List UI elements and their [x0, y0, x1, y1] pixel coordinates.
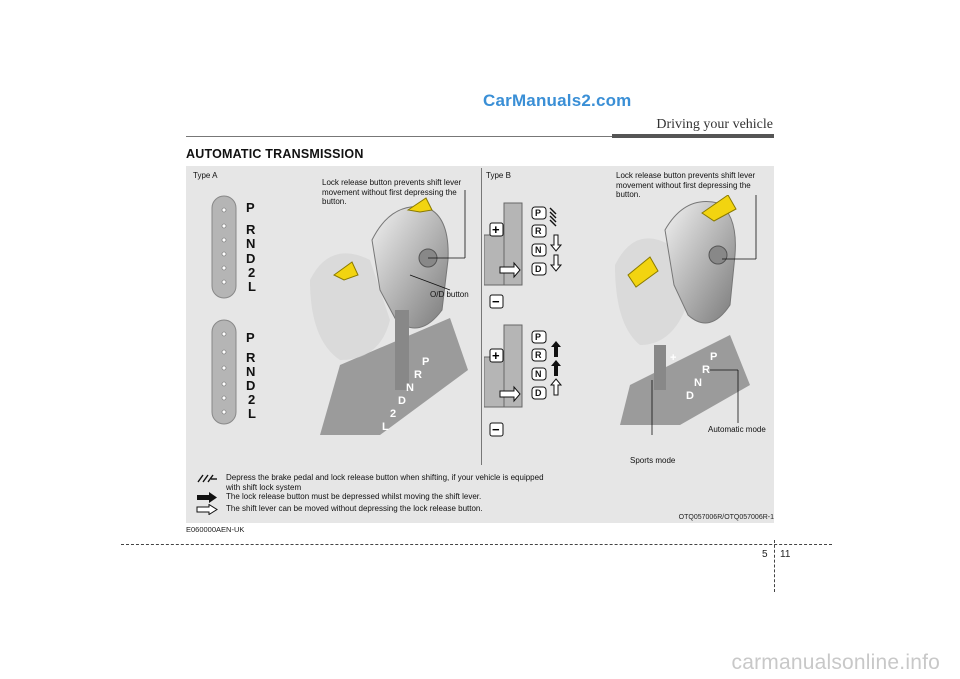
shift-knob [371, 206, 449, 329]
console-letter: N [694, 377, 702, 389]
solid-arrow-icon [551, 341, 561, 357]
ghost-lever [615, 238, 685, 345]
console-plus: + [670, 352, 676, 364]
gate-b1-letter: R [535, 226, 542, 236]
type-b-gate-diagrams: + − + − P R N D P R N D [484, 202, 563, 437]
gate-a2-letter: N [246, 364, 255, 379]
solid-arrow-icon [197, 492, 217, 503]
lock-release-note-a: Lock release button prevents shift lever… [322, 178, 462, 206]
shift-knob [664, 201, 736, 324]
gate-a2-letter: L [248, 406, 256, 421]
gate-strip-bottom [211, 319, 237, 425]
legend-text: Depress the brake pedal and lock release… [226, 473, 544, 492]
gate-b2-letter: D [535, 388, 542, 398]
gate-a1-letter: L [248, 279, 256, 294]
type-b-label: Type B [486, 171, 511, 180]
watermark-top[interactable]: CarManuals2.com [483, 91, 632, 110]
minus-icon [489, 422, 504, 437]
minus-label: − [492, 294, 500, 309]
console-letter: P [710, 351, 717, 363]
console-letter: L [382, 421, 389, 433]
header-rule [186, 136, 774, 137]
chapter-title: Driving your vehicle [656, 117, 773, 132]
console-letter: R [414, 369, 422, 381]
minus-label: − [492, 422, 500, 437]
section-title: AUTOMATIC TRANSMISSION [186, 147, 364, 161]
gate-b1-letter: D [535, 264, 542, 274]
console-letter: P [422, 356, 429, 368]
type-a-gate-diagrams: P R N D 2 L P R N D 2 L [211, 195, 256, 425]
arrow-up-icon [406, 197, 433, 213]
lever-shaft [395, 310, 409, 390]
watermark-bottom[interactable]: carmanualsonline.info [731, 651, 940, 674]
page-chapter: 5 [762, 549, 768, 560]
gate-a2-letter: P [246, 330, 255, 345]
automatic-mode-label: Automatic mode [708, 425, 766, 434]
footer-vertical-rule [774, 540, 775, 592]
outline-arrow-icon [196, 504, 218, 515]
gate-a2-letter: D [246, 378, 255, 393]
outline-arrow-icon [499, 385, 521, 403]
gate-a2-letter: 2 [248, 392, 255, 407]
callout-line [409, 274, 451, 291]
lock-release-button [708, 245, 728, 265]
gate-b2-letter: N [535, 369, 542, 379]
shift-console [320, 318, 468, 435]
legend-text: The lock release button must be depresse… [226, 492, 482, 501]
outline-arrow-icon [549, 234, 563, 252]
plus-label: + [492, 222, 500, 237]
plus-icon [489, 222, 504, 237]
gate-a1-letter: D [246, 251, 255, 266]
arrow-left-icon [627, 256, 659, 288]
shift-console [620, 335, 750, 425]
gate-b2-manual [484, 356, 505, 408]
hatched-arrow-icon [197, 474, 217, 483]
gate-a1-letter: 2 [248, 265, 255, 280]
figure-divider [481, 168, 482, 465]
sports-mode-label: Sports mode [630, 456, 676, 465]
legend-text: The shift lever can be moved without dep… [226, 504, 483, 513]
arrow-left-icon [333, 261, 359, 281]
gate-a1-letter: R [246, 222, 256, 237]
gate-b1-manual [484, 234, 505, 286]
console-letter: R [702, 364, 710, 376]
plus-icon [489, 348, 504, 363]
gate-b1-letter: P [535, 208, 541, 218]
minus-icon [489, 294, 504, 309]
solid-arrow-icon [551, 360, 561, 376]
lever-shaft [654, 345, 666, 390]
gate-b2-letter: R [535, 350, 542, 360]
arrow-up-icon [701, 195, 737, 222]
ghost-lever [310, 253, 390, 360]
gate-strip-top [211, 195, 237, 299]
outline-arrow-icon [499, 261, 521, 279]
console-letter: D [686, 390, 694, 402]
type-a-label: Type A [193, 171, 218, 180]
header-rule-accent [612, 134, 774, 138]
type-a-shift-lever-illustration: P R N D 2 L [310, 190, 468, 435]
console-letter: N [406, 382, 414, 394]
gate-a1-letter: P [246, 200, 255, 215]
lock-release-note-b: Lock release button prevents shift lever… [616, 171, 756, 199]
figure-reference: OTQ057006R/OTQ057006R-1 [678, 514, 774, 521]
outline-arrow-icon [549, 254, 563, 272]
gate-a1-letter: N [246, 236, 255, 251]
document-code: E060000AEN-UK [186, 525, 245, 534]
hatched-arrow-icon [549, 207, 557, 227]
console-letter: 2 [390, 408, 396, 420]
page-number: 11 [780, 549, 791, 560]
gate-b2-letter: P [535, 332, 541, 342]
console-letter: D [398, 395, 406, 407]
gate-b1-letter: N [535, 245, 542, 255]
plus-label: + [492, 348, 500, 363]
gate-a2-letter: R [246, 350, 256, 365]
type-b-shift-lever-illustration: P R N D + [615, 195, 757, 435]
outline-arrow-icon [549, 378, 563, 396]
footer-rule [121, 544, 832, 545]
od-button-label: O/D button [430, 290, 469, 299]
